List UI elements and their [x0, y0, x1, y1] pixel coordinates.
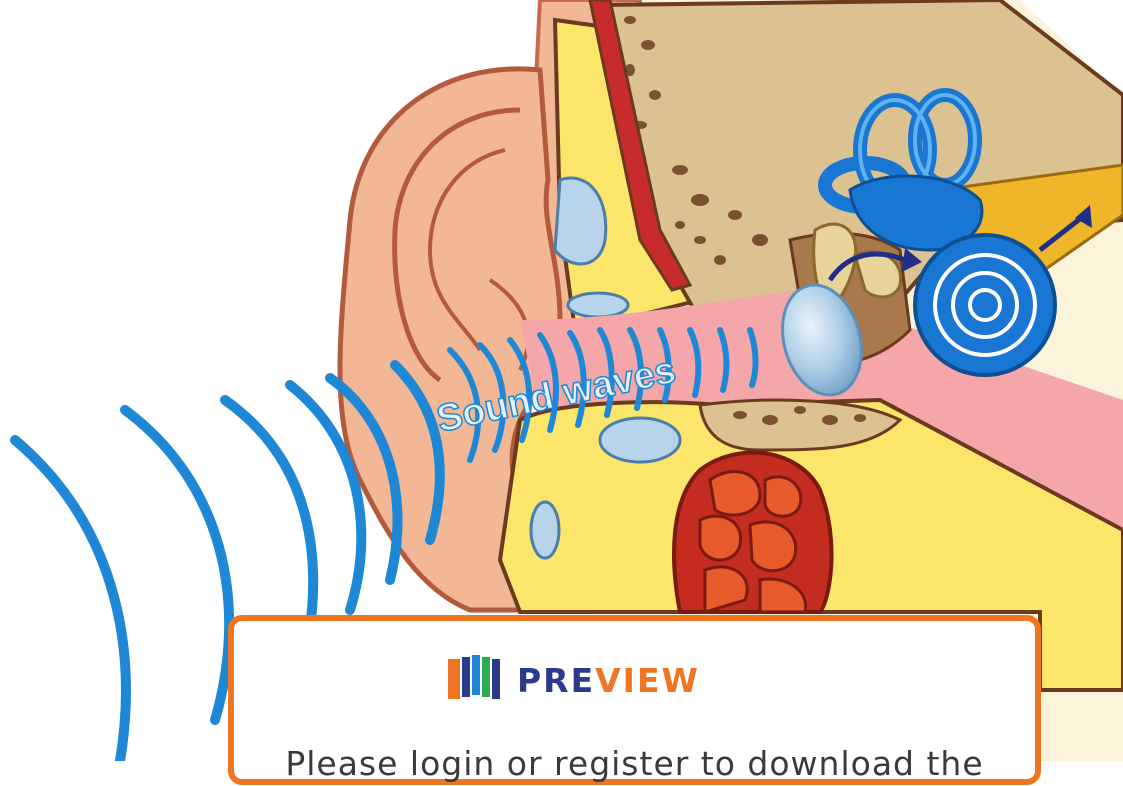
lower-cartilage-2 [531, 502, 559, 558]
preview-message: Please login or register to download the [234, 742, 1035, 786]
lower-cartilage [600, 418, 680, 462]
preview-card: PREVIEW Please login or register to down… [228, 615, 1041, 785]
preview-title: PREVIEW [517, 661, 700, 701]
book-logo-icon [446, 653, 504, 701]
preview-title-pre: PRE [517, 661, 595, 700]
upper-cartilage-2 [568, 293, 628, 317]
preview-title-view: VIEW [595, 661, 700, 700]
